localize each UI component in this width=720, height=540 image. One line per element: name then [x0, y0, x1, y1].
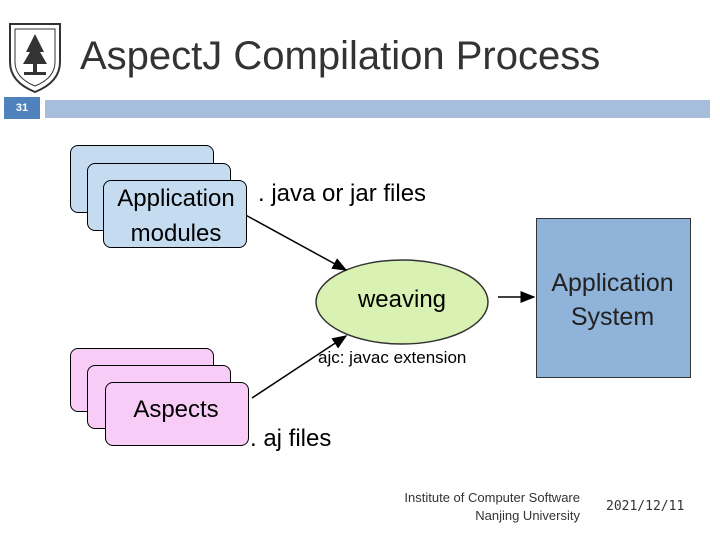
application-system-label: Application System: [536, 266, 689, 334]
weaving-label: weaving: [357, 286, 447, 313]
page-title: AspectJ Compilation Process: [80, 34, 601, 78]
footer-date: 2021/12/11: [606, 499, 685, 514]
weaving-ellipse: [315, 259, 489, 345]
aj-files-note: . aj files: [250, 425, 332, 452]
application-modules-line1: Application: [117, 185, 235, 212]
footer-institute: Institute of Computer Software Nanjing U…: [370, 489, 580, 525]
header-bar: [45, 100, 710, 118]
application-system-line1: Application: [551, 269, 674, 297]
aspect-card-front: [105, 382, 249, 446]
footer-institute-line1: Institute of Computer Software: [404, 490, 580, 505]
module-card-front: [103, 180, 247, 248]
arrow-modules-to-weaving: [239, 211, 348, 271]
application-system-box: [536, 218, 691, 378]
footer-institute-line2: Nanjing University: [475, 508, 580, 523]
ajc-note: ajc: javac extension: [318, 348, 467, 367]
application-modules-label: Application modules: [106, 181, 246, 251]
application-modules-line2: modules: [130, 220, 222, 247]
application-system-line2: System: [570, 303, 655, 331]
java-files-note: . java or jar files: [258, 180, 427, 207]
arrow-aspects-to-weaving: [251, 335, 348, 399]
aspects-label: Aspects: [133, 396, 219, 423]
nanjing-university-seal-icon: [9, 23, 61, 94]
slide-number: 31: [4, 97, 40, 119]
university-logo: [2, 18, 68, 96]
